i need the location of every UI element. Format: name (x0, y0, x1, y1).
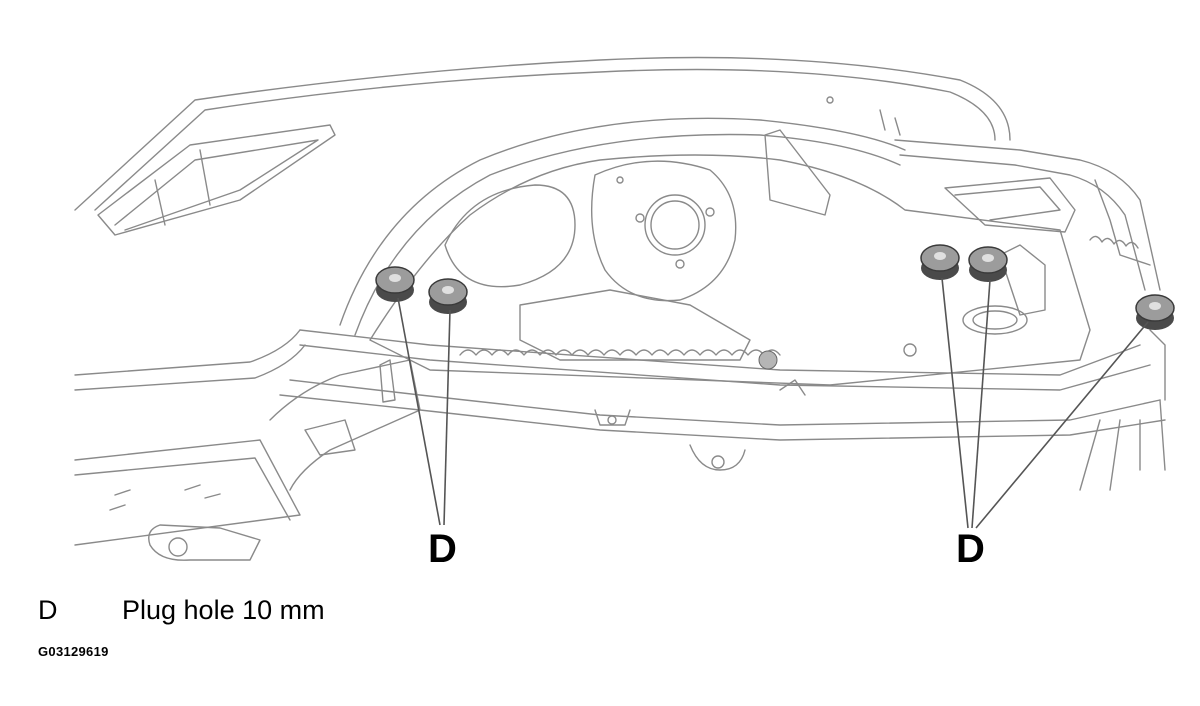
rubber-seal (459, 349, 781, 356)
wheel-arch-inner (354, 133, 901, 336)
figure-id: G03129619 (38, 644, 109, 659)
plug-grommets (375, 244, 1175, 370)
left-vent-inner (114, 139, 319, 231)
callout-d-right: D (956, 527, 985, 571)
lower-rail-upper (299, 329, 1141, 376)
wheel-arch-outer (339, 117, 906, 326)
plug-2 (428, 278, 468, 314)
right-round-hole (962, 305, 1028, 335)
inner-panel-contour (369, 154, 1091, 386)
left-oval-recess (444, 184, 576, 288)
assembly-diagram: D D (74, 56, 1175, 571)
left-lower-panel (74, 329, 301, 376)
plug-4 (968, 246, 1008, 282)
left-bottom-bracket (148, 524, 261, 561)
plug-1 (375, 266, 415, 302)
lower-rail-mid (299, 344, 1151, 391)
outer-panel-inner-edge (94, 68, 996, 211)
plug-decor-small (758, 350, 778, 370)
outer-panel-top-edge (74, 56, 1011, 211)
center-hole (644, 194, 706, 256)
legend-key: D (38, 595, 58, 625)
center-boss-plate (591, 160, 737, 302)
leader-lines (397, 277, 1149, 529)
callout-d-left: D (428, 527, 457, 571)
lower-center-recess (519, 289, 751, 361)
triangular-window (764, 129, 831, 216)
plug-5 (1135, 294, 1175, 330)
right-vent-opening (944, 177, 1076, 233)
legend-description: Plug hole 10 mm (122, 595, 325, 625)
left-vent-opening (97, 124, 336, 236)
plug-3 (920, 244, 960, 280)
lower-rail-bottom (289, 379, 1161, 426)
